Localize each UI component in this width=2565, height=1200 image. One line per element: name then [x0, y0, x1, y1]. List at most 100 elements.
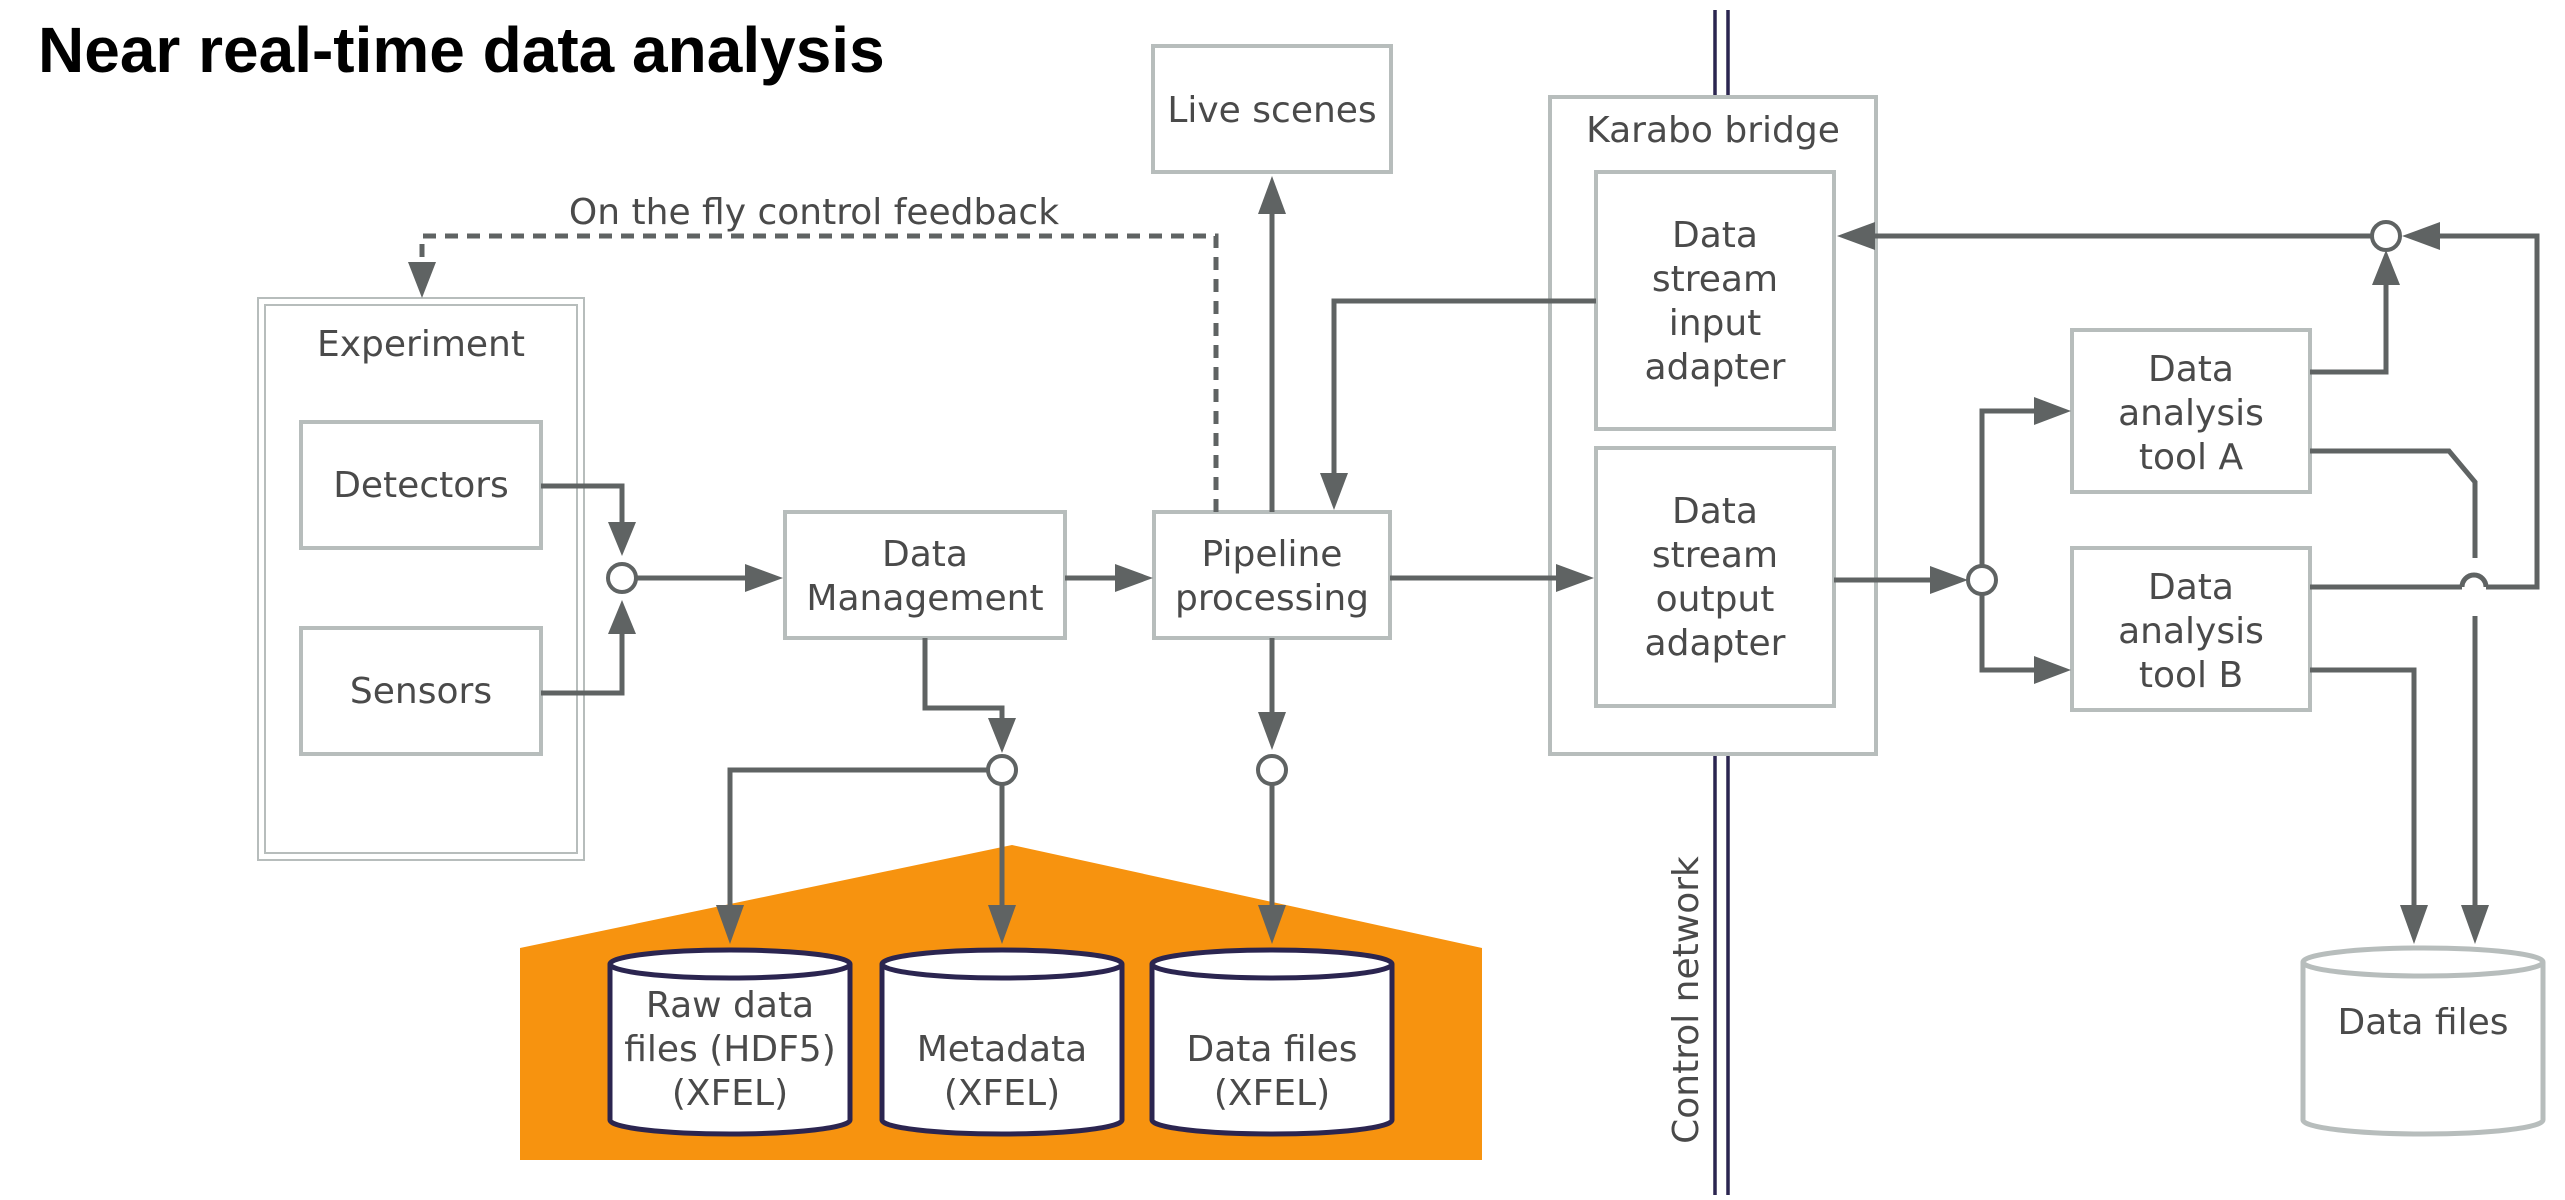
control-network-label: Control network	[1666, 856, 1707, 1144]
pipeline-label-1: Pipeline	[1202, 534, 1343, 575]
arrowhead-detectors	[608, 522, 636, 556]
data-management-label-1: Data	[882, 534, 968, 575]
live-scenes-box	[1151, 44, 1393, 174]
edge-tool-b-hop	[2459, 572, 2489, 588]
datafiles-xfel-cylinder: Data files (XFEL)	[1149, 947, 1395, 1137]
edge-input-adapter-to-pipeline	[1331, 298, 1596, 478]
metadata-cylinder-body	[879, 964, 1125, 1137]
detectors-label: Detectors	[333, 465, 509, 506]
pipeline-storage-junction	[1256, 754, 1288, 786]
edge-tool-b-to-datafiles	[2310, 667, 2417, 910]
arrowhead-feedback-junction	[2372, 250, 2400, 285]
tool-b-label-1: Data	[2148, 567, 2234, 608]
edge-tool-b-to-feedback-junction	[2435, 233, 2540, 590]
sensors-box	[299, 626, 543, 756]
edge-to-raw-data	[727, 767, 988, 913]
metadata-label-2: (XFEL)	[944, 1073, 1060, 1114]
tool-a-label-1: Data	[2148, 349, 2234, 390]
arrowhead-raw-data	[716, 905, 744, 944]
karabo-bridge-title: Karabo bridge	[1586, 110, 1840, 151]
raw-data-cylinder-body	[607, 964, 853, 1137]
analysis-tool-b-node: Data analysis tool B	[2070, 546, 2312, 712]
input-adapter-box	[1594, 170, 1836, 431]
arrowhead-pipeline	[1115, 564, 1153, 592]
experiment-panel: Experiment	[257, 297, 585, 861]
pipeline-label-2: processing	[1175, 578, 1369, 619]
arrowhead-pipeline-junction	[1258, 712, 1286, 750]
edge-tool-a-to-datafiles-1	[2310, 448, 2478, 558]
external-cylinder-body	[2300, 962, 2546, 1137]
output-adapter-node: Data stream output adapter	[1594, 446, 1836, 708]
analysis-tool-b-box	[2070, 546, 2312, 712]
arrowhead-pipeline-input	[1320, 473, 1348, 510]
merge-junction-experiment	[606, 562, 638, 594]
edge-detectors-to-merge	[541, 483, 625, 532]
data-management-node: Data Management	[783, 510, 1067, 640]
arrowhead-tool-b	[2034, 656, 2071, 684]
pipeline-processing-node: Pipeline processing	[1152, 510, 1392, 640]
edge-feedback-loop	[419, 233, 1219, 512]
metadata-cylinder-top	[879, 947, 1125, 981]
experiment-inner-border	[264, 304, 578, 854]
analysis-tool-a-node: Data analysis tool A	[2070, 328, 2312, 494]
arrowhead-feedback	[408, 262, 436, 298]
input-adapter-label-4: adapter	[1645, 347, 1786, 388]
experiment-title: Experiment	[317, 324, 525, 365]
arrowhead-datafiles-from-b	[2400, 905, 2428, 944]
input-adapter-label-2: stream	[1652, 259, 1778, 300]
input-adapter-label-3: input	[1669, 303, 1762, 344]
data-management-label-2: Management	[806, 578, 1043, 619]
raw-data-label-3: (XFEL)	[672, 1073, 788, 1114]
arrowhead-output-adapter	[1556, 564, 1594, 592]
arrowhead-feedback-from-b	[2402, 222, 2440, 250]
arrowhead-data-management	[745, 564, 783, 592]
edge-tool-a-to-feedback-junction	[2310, 274, 2389, 375]
raw-data-cylinder: Raw data files (HDF5) (XFEL)	[607, 947, 853, 1137]
arrowhead-metadata	[988, 905, 1016, 944]
arrowhead-split	[1930, 566, 1968, 594]
page-title: Near real-time data analysis	[38, 14, 885, 86]
metadata-label-1: Metadata	[917, 1029, 1087, 1070]
pipeline-processing-box	[1152, 510, 1392, 640]
arrowhead-tool-a	[2034, 397, 2071, 425]
experiment-outer-border	[257, 297, 585, 861]
live-scenes-label: Live scenes	[1167, 90, 1376, 131]
external-cylinder-top	[2300, 945, 2546, 979]
raw-data-cylinder-top	[607, 947, 853, 981]
tool-a-label-3: tool A	[2139, 437, 2244, 478]
tool-a-label-2: analysis	[2118, 393, 2264, 434]
raw-data-label-1: Raw data	[646, 985, 814, 1026]
arrowhead-storage-junction	[988, 718, 1016, 753]
datafiles-xfel-cylinder-body	[1149, 964, 1395, 1137]
edge-sensors-to-merge	[541, 624, 625, 696]
arrowhead-datafiles-from-a	[2461, 905, 2489, 944]
analysis-split-junction	[1966, 564, 1998, 596]
connectors	[408, 176, 2540, 944]
metadata-cylinder: Metadata (XFEL)	[879, 947, 1125, 1137]
sensors-node: Sensors	[299, 626, 543, 756]
arrowhead-live-scenes	[1258, 176, 1286, 214]
tool-b-label-2: analysis	[2118, 611, 2264, 652]
feedback-label: On the fly control feedback	[569, 192, 1059, 233]
output-adapter-box	[1594, 446, 1836, 708]
edge-split-to-tool-a	[1979, 408, 2040, 566]
output-adapter-label-4: adapter	[1645, 623, 1786, 664]
datafiles-xfel-cylinder-top	[1149, 947, 1395, 981]
detectors-node: Detectors	[299, 420, 543, 550]
input-adapter-node: Data stream input adapter	[1594, 170, 1836, 431]
edge-data-management-to-storage	[922, 638, 1005, 728]
feedback-merge-junction	[2370, 220, 2402, 252]
live-scenes-node: Live scenes	[1151, 44, 1393, 174]
storage-junction	[986, 754, 1018, 786]
datafiles-xfel-label-1: Data files	[1187, 1029, 1358, 1070]
output-adapter-label-3: output	[1656, 579, 1775, 620]
arrowhead-input-adapter	[1837, 222, 1875, 250]
output-adapter-label-1: Data	[1672, 491, 1758, 532]
output-adapter-label-2: stream	[1652, 535, 1778, 576]
karabo-bridge-panel: Karabo bridge Data stream input adapter …	[1548, 95, 1878, 756]
arrowhead-sensors	[608, 600, 636, 634]
sensors-label: Sensors	[350, 671, 492, 712]
analysis-tool-a-box	[2070, 328, 2312, 494]
raw-data-label-2: files (HDF5)	[624, 1029, 836, 1070]
